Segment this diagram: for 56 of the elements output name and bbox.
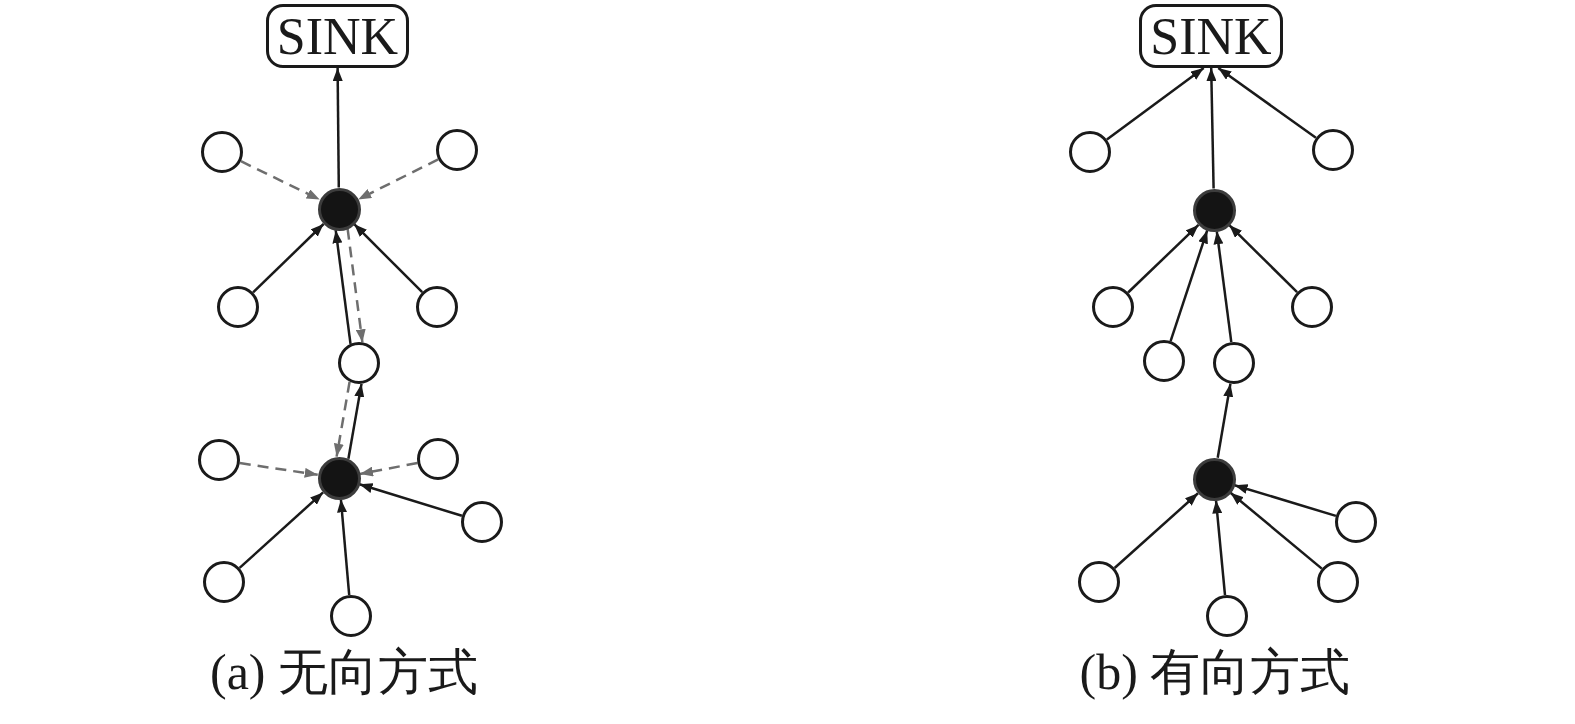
node-circle xyxy=(1317,561,1359,603)
arrow xyxy=(1113,492,1199,569)
arrow xyxy=(332,230,352,344)
arrow xyxy=(1216,383,1234,458)
node-label: SINK xyxy=(276,9,399,63)
arrow xyxy=(353,223,424,294)
filled-node-circle xyxy=(317,187,361,231)
dashed-arrow xyxy=(359,461,418,477)
node-circle xyxy=(1143,340,1185,382)
node-circle xyxy=(1335,501,1377,543)
arrow xyxy=(1213,231,1233,343)
node-circle xyxy=(217,286,259,328)
node-circle xyxy=(1078,561,1120,603)
arrow xyxy=(359,483,463,517)
arrow xyxy=(238,491,324,569)
arrow xyxy=(1217,67,1317,139)
dashed-arrow xyxy=(333,381,351,457)
node-circle xyxy=(1206,595,1248,637)
node-circle xyxy=(1069,131,1111,173)
dashed-arrow xyxy=(357,158,439,201)
sink-node-box xyxy=(266,4,409,68)
node-circle xyxy=(1092,286,1134,328)
arrow xyxy=(1228,224,1298,294)
node-circle xyxy=(198,439,240,481)
node-circle xyxy=(417,438,459,480)
arrow xyxy=(1106,67,1205,141)
filled-node-circle xyxy=(317,456,361,500)
arrow xyxy=(1206,67,1217,189)
arrow xyxy=(332,68,343,188)
node-circle xyxy=(203,561,245,603)
arrow xyxy=(1127,224,1200,294)
arrow xyxy=(1212,500,1227,596)
node-circle xyxy=(338,342,380,384)
node-circle xyxy=(1213,342,1255,384)
arrow xyxy=(1169,230,1209,342)
filled-node-circle xyxy=(1192,188,1236,232)
node-circle xyxy=(461,501,503,543)
dashed-arrow xyxy=(239,461,318,478)
node-circle xyxy=(330,595,372,637)
sink-node-box xyxy=(1139,4,1283,68)
arrow xyxy=(1234,484,1337,518)
filled-node-circle xyxy=(1192,457,1236,501)
node-circle xyxy=(416,286,458,328)
dashed-arrow xyxy=(240,160,321,201)
node-label: SINK xyxy=(1150,9,1272,63)
arrow xyxy=(347,383,365,459)
subfigure-caption: (a) 无向方式 xyxy=(210,645,478,700)
arrow xyxy=(252,223,325,294)
dashed-arrow xyxy=(346,228,366,343)
subfigure-caption: (b) 有向方式 xyxy=(1079,645,1351,700)
node-circle xyxy=(201,131,243,173)
node-circle xyxy=(1291,286,1333,328)
node-circle xyxy=(1312,129,1354,171)
node-circle xyxy=(436,129,478,171)
arrow xyxy=(337,499,351,596)
arrow xyxy=(1229,491,1323,570)
